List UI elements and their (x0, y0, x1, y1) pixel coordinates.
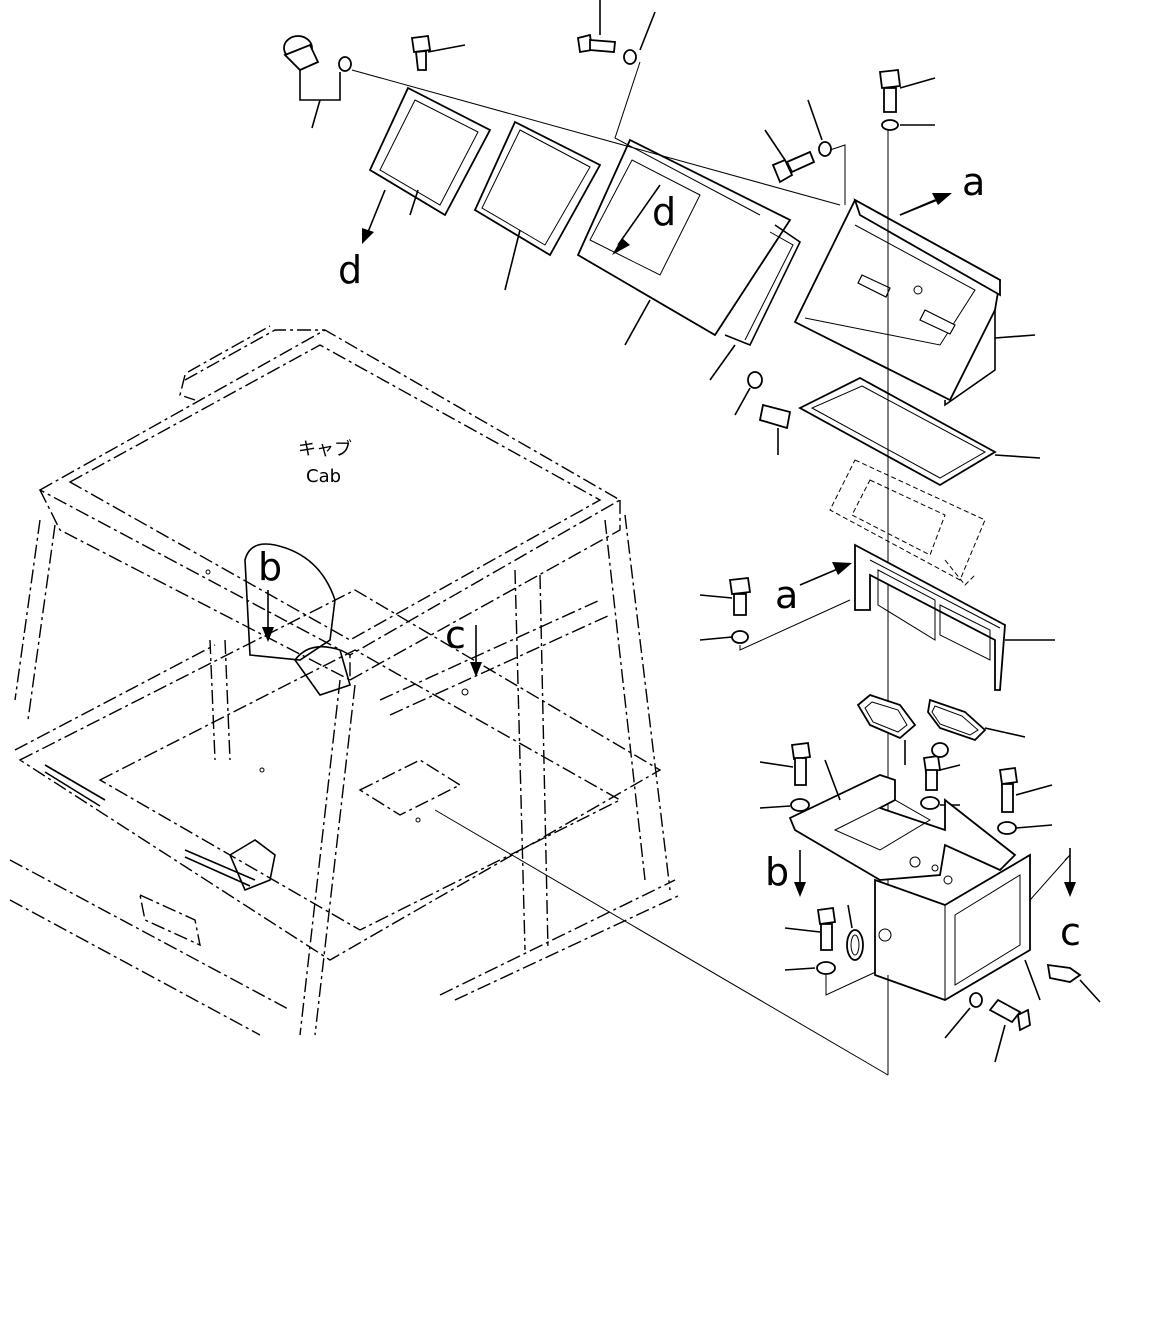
seal-pair (856, 693, 1026, 765)
electrical-box (846, 853, 1041, 1001)
instrument-housing (793, 198, 1036, 407)
cab-label-en: Cab (306, 466, 341, 487)
callout-c-box: c (1060, 910, 1081, 954)
monitor-ghost (829, 459, 986, 586)
housing-gasket (798, 376, 1041, 487)
label-plate (758, 403, 792, 455)
cab-label-jp: キャブ (298, 438, 352, 460)
bolt-upper-right (878, 69, 936, 131)
dash-panel (576, 138, 792, 346)
knob-part (283, 35, 352, 129)
callout-c-cab: c (445, 613, 466, 657)
leader-line (614, 61, 761, 216)
mount-bracket (854, 543, 1055, 691)
leader-line (434, 809, 889, 1076)
leader-line (829, 144, 846, 205)
bolt-top-center (576, 0, 656, 65)
callout-b-cab: b (258, 545, 282, 589)
bolt-top-left (410, 34, 466, 71)
gasket-frame (473, 120, 602, 291)
box-base-plate (788, 759, 1017, 881)
clip-part (1046, 963, 1101, 1003)
cover-tray (368, 86, 492, 217)
callout-d-panel: d (652, 190, 676, 234)
leader-line (351, 69, 841, 206)
strip-seal (709, 224, 802, 381)
bolt-mid-left (699, 577, 851, 651)
callout-d-left: d (338, 248, 362, 292)
bolts-lower (759, 741, 1053, 1063)
bolt-side (764, 99, 832, 184)
cab-assembly (9, 325, 681, 1036)
callout-a-lower: a (775, 573, 798, 617)
washer (747, 371, 763, 389)
callout-b-box: b (765, 850, 789, 894)
callout-a-upper: a (962, 160, 985, 204)
